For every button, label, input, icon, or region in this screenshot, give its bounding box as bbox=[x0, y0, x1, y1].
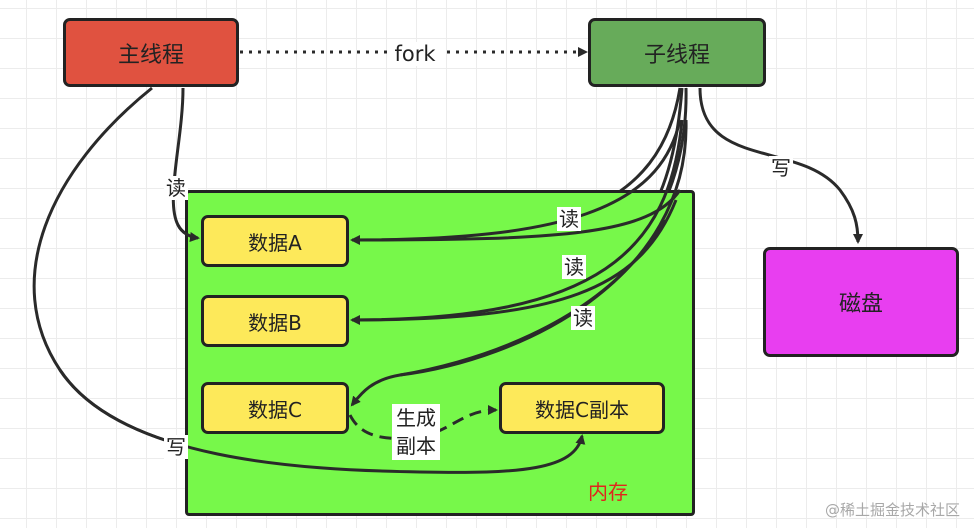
disk-label: 磁盘 bbox=[838, 292, 883, 317]
child-thread-label: 子线程 bbox=[643, 42, 710, 68]
fork-label: fork bbox=[388, 42, 442, 66]
watermark: @稀土掘金技术社区 bbox=[824, 501, 960, 519]
data-b-node: 数据B bbox=[201, 295, 349, 347]
child-read-a-label: 读 bbox=[557, 207, 581, 231]
memory-label: 内存 bbox=[588, 480, 628, 504]
child-write-disk-edge bbox=[698, 87, 863, 244]
data-c-copy-label: 数据C副本 bbox=[535, 397, 629, 422]
data-c-node: 数据C bbox=[201, 382, 349, 434]
data-c-copy-node: 数据C副本 bbox=[499, 382, 665, 434]
main-write-label: 写 bbox=[164, 435, 188, 459]
data-b-label: 数据B bbox=[248, 310, 302, 335]
child-read-b-label: 读 bbox=[562, 255, 586, 279]
data-c-label: 数据C bbox=[248, 397, 302, 422]
copy-label: 生成副本 bbox=[392, 404, 440, 460]
main-thread-node: 主线程 bbox=[63, 18, 239, 87]
data-a-node: 数据A bbox=[201, 215, 349, 267]
disk-node: 磁盘 bbox=[763, 247, 959, 357]
child-thread-node: 子线程 bbox=[588, 18, 766, 87]
child-write-disk-label: 写 bbox=[769, 156, 793, 180]
child-read-c-label: 读 bbox=[571, 306, 595, 330]
main-thread-label: 主线程 bbox=[117, 42, 184, 68]
main-read-label: 读 bbox=[164, 176, 188, 200]
data-a-label: 数据A bbox=[248, 230, 302, 255]
